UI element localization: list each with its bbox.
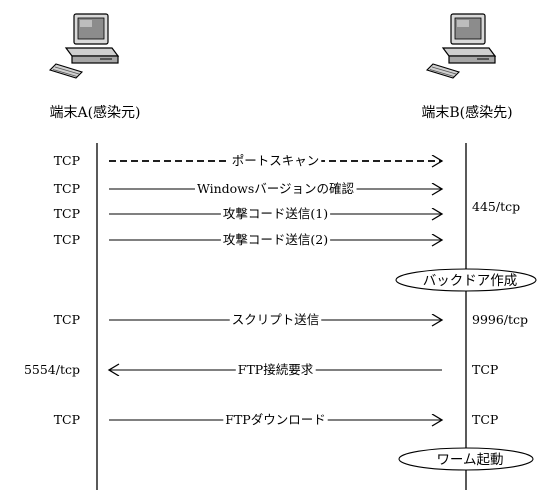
event-ellipse	[395, 268, 537, 292]
message-script-send: スクリプト送信 TCP 9996/tcp	[54, 311, 528, 328]
port-group-label: 445/tcp	[472, 199, 520, 214]
event-worm-start: ワーム起動	[398, 447, 534, 471]
message-label: 攻撃コード送信(1)	[223, 206, 328, 221]
message-left-port: TCP	[54, 232, 80, 247]
event-label: バックドア作成	[423, 273, 518, 289]
message-left-port: 5554/tcp	[24, 362, 80, 377]
message-right-port: TCP	[472, 412, 498, 427]
host-b-label: 端末B(感染先)	[421, 104, 512, 121]
message-ftp-download: FTPダウンロード TCP TCP	[54, 411, 498, 428]
message-label: FTPダウンロード	[225, 412, 325, 427]
message-right-port: TCP	[472, 362, 498, 377]
message-port-scan: ポートスキャン TCP	[54, 152, 442, 169]
message-attack-code-1: 攻撃コード送信(1) TCP	[54, 205, 442, 222]
message-windows-version: Windowsバージョンの確認 TCP	[54, 180, 442, 197]
event-ellipse	[398, 447, 534, 471]
message-ftp-request: FTP接続要求 5554/tcp TCP	[24, 361, 498, 378]
message-label: スクリプト送信	[232, 312, 320, 327]
host-a-label: 端末A(感染元)	[49, 104, 140, 121]
event-label: ワーム起動	[436, 452, 503, 468]
message-right-port: 9996/tcp	[472, 312, 528, 327]
host-a-computer-icon	[49, 13, 119, 79]
message-label: 攻撃コード送信(2)	[223, 232, 328, 247]
message-label: ポートスキャン	[232, 153, 320, 168]
host-b-computer-icon	[426, 13, 496, 79]
message-left-port: TCP	[54, 153, 80, 168]
message-left-port: TCP	[54, 412, 80, 427]
message-left-port: TCP	[54, 312, 80, 327]
event-backdoor-create: バックドア作成	[395, 268, 537, 292]
message-attack-code-2: 攻撃コード送信(2) TCP	[54, 231, 442, 248]
message-left-port: TCP	[54, 206, 80, 221]
message-left-port: TCP	[54, 181, 80, 196]
message-label: FTP接続要求	[238, 362, 314, 377]
message-label: Windowsバージョンの確認	[197, 181, 355, 196]
message-list: ポートスキャン TCP Windowsバージョンの確認 TCP 攻撃コード送信(1) TC…	[24, 152, 528, 428]
